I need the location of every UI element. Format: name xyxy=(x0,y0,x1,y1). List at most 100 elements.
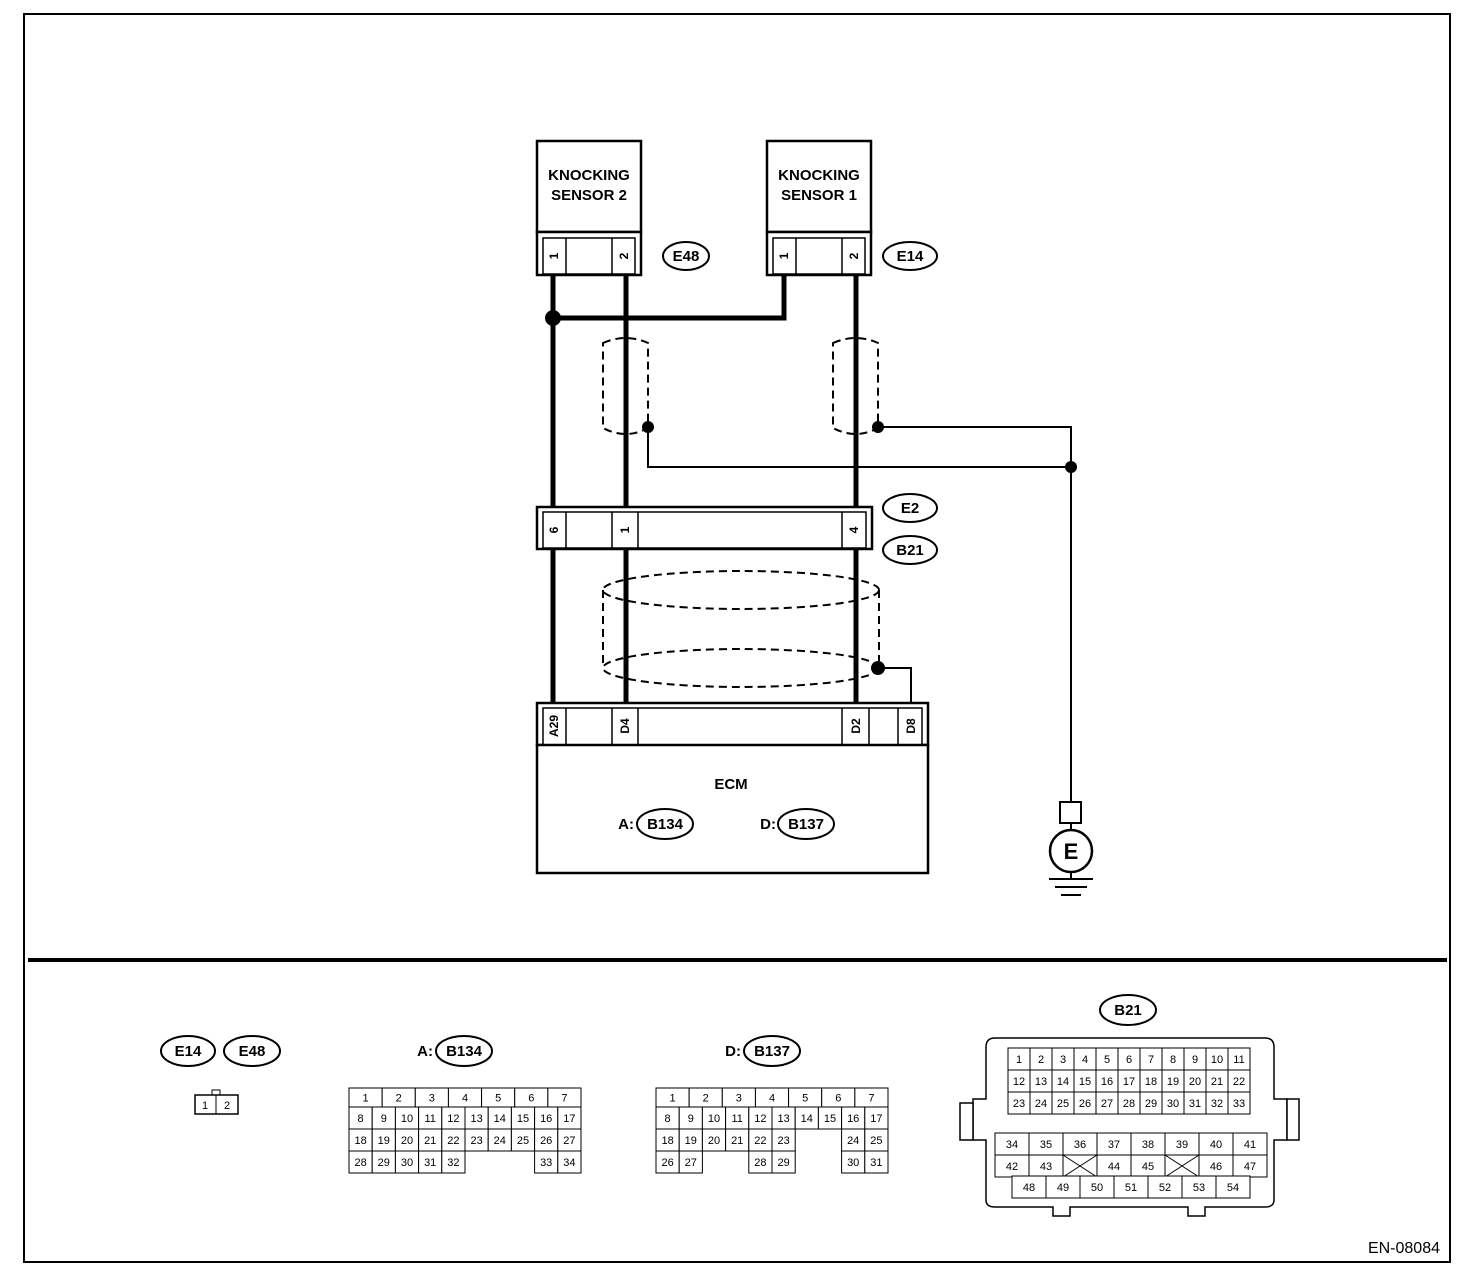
b21-pin: 48 xyxy=(1011,1175,1047,1199)
b21-pin: 12 xyxy=(1007,1069,1031,1093)
b21-pin: 23 xyxy=(1007,1091,1031,1115)
svg-text:1: 1 xyxy=(363,1093,369,1105)
b137-pin: 30 xyxy=(841,1150,866,1174)
b134-pin: 26 xyxy=(534,1128,559,1152)
svg-text:4: 4 xyxy=(1082,1054,1088,1066)
svg-text:26: 26 xyxy=(540,1135,552,1147)
b134-pin: 2 xyxy=(381,1087,416,1108)
b134-pin: 4 xyxy=(447,1087,483,1108)
svg-text:23: 23 xyxy=(470,1135,482,1147)
b21-pin: 51 xyxy=(1113,1175,1149,1199)
b137-pin: 15 xyxy=(817,1106,843,1130)
b21-pin: 19 xyxy=(1161,1069,1185,1093)
svg-text:48: 48 xyxy=(1023,1182,1035,1194)
b134-pin: 18 xyxy=(348,1128,373,1152)
b137-pin: 12 xyxy=(748,1106,773,1130)
b134-pin: 17 xyxy=(557,1106,582,1130)
b21-pin: 26 xyxy=(1073,1091,1097,1115)
joint-connector-e2-b21: 6 1 4 E2 B21 xyxy=(535,493,938,565)
b137-pin: 23 xyxy=(771,1128,796,1152)
svg-text:1: 1 xyxy=(670,1093,676,1105)
b137-pin: 20 xyxy=(701,1128,727,1152)
ecm-pin-d8: D8 xyxy=(904,718,918,734)
b134-pin: 19 xyxy=(371,1128,396,1152)
svg-text:29: 29 xyxy=(777,1157,789,1169)
svg-text:21: 21 xyxy=(424,1135,436,1147)
sensor1-title-line1: KNOCKING xyxy=(778,167,860,184)
svg-text:25: 25 xyxy=(1057,1098,1069,1110)
svg-text:43: 43 xyxy=(1040,1161,1052,1173)
b137-pin: 26 xyxy=(655,1150,680,1174)
b137-pin: 28 xyxy=(748,1150,773,1174)
ecm-pin-d2: D2 xyxy=(849,718,863,734)
svg-text:6: 6 xyxy=(1126,1054,1132,1066)
svg-text:39: 39 xyxy=(1176,1139,1188,1151)
svg-text:46: 46 xyxy=(1210,1161,1222,1173)
b134-pin: 30 xyxy=(394,1150,420,1174)
b137-pin: 31 xyxy=(864,1150,889,1174)
joint-pin-4: 4 xyxy=(847,526,861,533)
b134-pin: 24 xyxy=(487,1128,512,1152)
svg-text:29: 29 xyxy=(1145,1098,1157,1110)
b134-pin: 20 xyxy=(394,1128,420,1152)
svg-text:7: 7 xyxy=(868,1093,874,1105)
b21-pin: 4 xyxy=(1073,1047,1097,1071)
b137-pin: 27 xyxy=(678,1150,703,1174)
svg-text:12: 12 xyxy=(447,1113,459,1125)
b137-pin: 5 xyxy=(788,1087,823,1108)
b134-pin: 21 xyxy=(418,1128,443,1152)
shield-drain-dot xyxy=(871,661,885,675)
svg-text:2: 2 xyxy=(1038,1054,1044,1066)
b21-pin: 39 xyxy=(1164,1132,1200,1156)
svg-text:6: 6 xyxy=(528,1093,534,1105)
svg-text:52: 52 xyxy=(1159,1182,1171,1194)
b21-pin: 52 xyxy=(1147,1175,1183,1199)
b137-pin: 11 xyxy=(725,1106,750,1130)
svg-text:47: 47 xyxy=(1244,1161,1256,1173)
b21-pin: 35 xyxy=(1028,1132,1064,1156)
svg-text:26: 26 xyxy=(1079,1098,1091,1110)
b21-pin: 31 xyxy=(1183,1091,1207,1115)
svg-text:3: 3 xyxy=(736,1093,742,1105)
svg-text:5: 5 xyxy=(802,1093,808,1105)
splice-point xyxy=(545,310,561,326)
b21-pin: 24 xyxy=(1029,1091,1053,1115)
svg-text:38: 38 xyxy=(1142,1139,1154,1151)
b21-pin: 34 xyxy=(994,1132,1030,1156)
b21-pin: 40 xyxy=(1198,1132,1234,1156)
b134-pin: 8 xyxy=(348,1106,373,1130)
view-e48-label: E48 xyxy=(239,1043,266,1060)
b21-pin: 5 xyxy=(1095,1047,1119,1071)
b134-pin: 6 xyxy=(514,1087,549,1108)
b137-pin: 7 xyxy=(854,1087,889,1108)
b21-pin: 3 xyxy=(1051,1047,1075,1071)
svg-text:50: 50 xyxy=(1091,1182,1103,1194)
svg-text:19: 19 xyxy=(378,1135,390,1147)
svg-text:28: 28 xyxy=(354,1157,366,1169)
svg-text:20: 20 xyxy=(708,1135,720,1147)
b21-pin: 2 xyxy=(1029,1047,1053,1071)
svg-text:42: 42 xyxy=(1006,1161,1018,1173)
b137-pin: 19 xyxy=(678,1128,703,1152)
svg-text:10: 10 xyxy=(708,1113,720,1125)
svg-text:13: 13 xyxy=(777,1113,789,1125)
svg-text:16: 16 xyxy=(1101,1076,1113,1088)
wires xyxy=(550,275,1072,802)
b137-pin: 14 xyxy=(794,1106,819,1130)
knocking-sensor-2: KNOCKING SENSOR 2 1 2 E48 xyxy=(535,139,710,277)
b21-pin: 30 xyxy=(1161,1091,1185,1115)
b134-pin: 13 xyxy=(464,1106,489,1130)
svg-text:10: 10 xyxy=(1211,1054,1223,1066)
svg-text:26: 26 xyxy=(661,1157,673,1169)
b21-pin xyxy=(1164,1154,1200,1178)
svg-text:28: 28 xyxy=(1123,1098,1135,1110)
svg-text:9: 9 xyxy=(381,1113,387,1125)
ground-label: E xyxy=(1064,839,1079,864)
svg-text:9: 9 xyxy=(1192,1054,1198,1066)
svg-text:22: 22 xyxy=(754,1135,766,1147)
b21-pin: 37 xyxy=(1096,1132,1132,1156)
b21-pin: 14 xyxy=(1051,1069,1075,1093)
b137-pin: 13 xyxy=(771,1106,796,1130)
